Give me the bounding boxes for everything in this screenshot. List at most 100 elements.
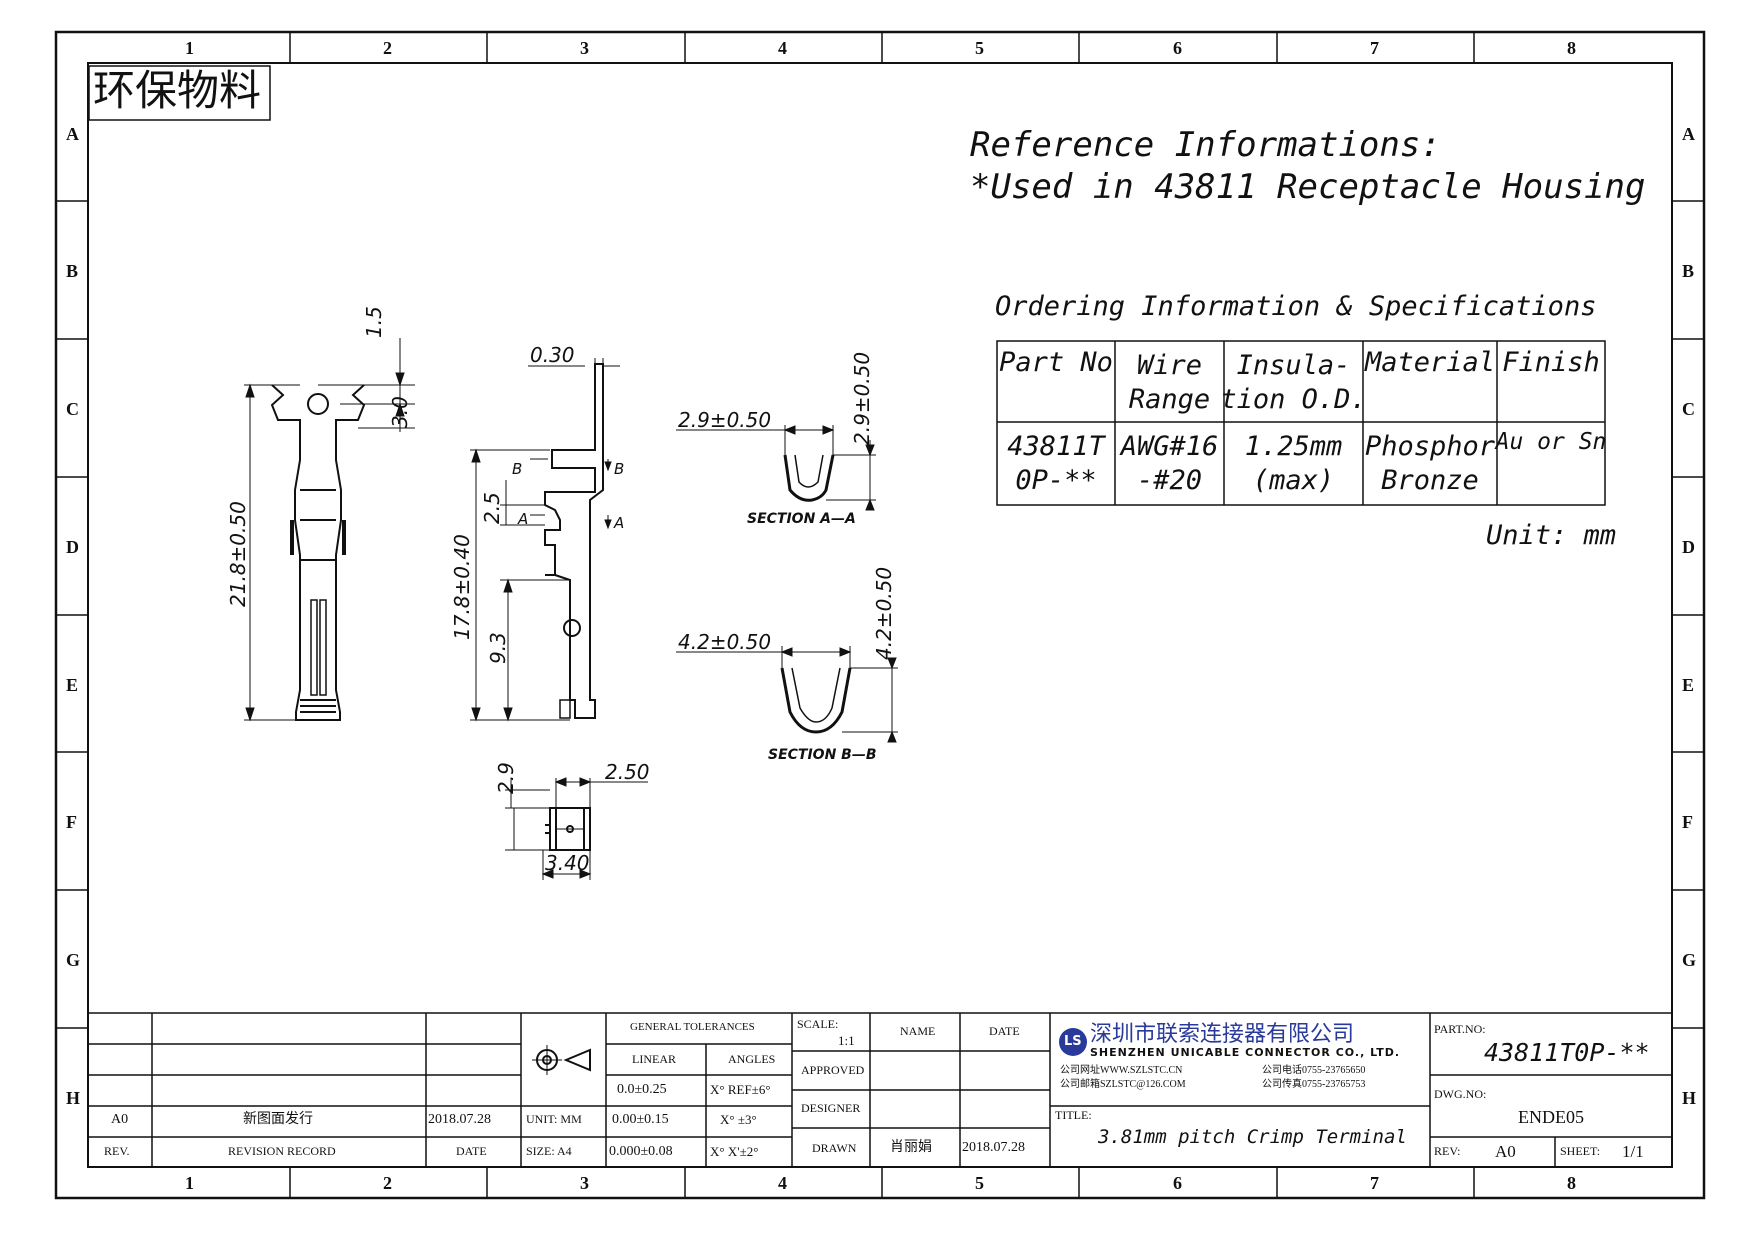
header-insulation-od: Insula- tion O.D. — [1220, 345, 1366, 420]
company-name-cn: 深圳市联索连接器有限公司 — [1090, 1022, 1355, 1047]
cell-wire-range: AWG#16 -#20 — [1115, 424, 1224, 504]
ordering-table-lines — [996, 340, 1606, 506]
col-label: 7 — [1370, 1173, 1379, 1193]
size-a4: SIZE: A4 — [526, 1144, 572, 1158]
dim-1-5: 1.5 — [362, 306, 386, 338]
cell-text: Phosphor — [1364, 431, 1496, 463]
date-header-2: DATE — [989, 1024, 1020, 1038]
col-label: 3 — [580, 1173, 589, 1193]
col-label: 1 — [185, 1173, 194, 1193]
terminal-bottom-view — [545, 807, 591, 851]
header-finish: Finish — [1497, 343, 1605, 383]
dim-3-40: 3.40 — [545, 851, 590, 875]
linear-1: 0.0±0.25 — [617, 1082, 667, 1097]
row-label: C — [66, 399, 79, 419]
dim-section-b-height: 4.2±0.50 — [872, 566, 896, 660]
col-label: 2 — [383, 1173, 392, 1193]
drawn-label: DRAWN — [812, 1141, 857, 1155]
eco-material-stamp: 环保物料 — [93, 66, 262, 115]
name-header: NAME — [900, 1024, 936, 1038]
rev-header: REV. — [104, 1144, 130, 1158]
cell-text: 1.25mm — [1244, 431, 1343, 463]
projection-symbol-icon — [532, 1045, 591, 1075]
sheet-value: 1/1 — [1622, 1142, 1644, 1161]
row-label: D — [1682, 537, 1695, 557]
section-b-b — [780, 667, 852, 734]
rev-label: REV: — [1434, 1144, 1461, 1158]
company-fax: 公司传真0755-23765753 — [1262, 1079, 1366, 1090]
cell-text: AWG#16 — [1120, 431, 1219, 463]
company-website: 公司网址WWW.SZLSTC.CN — [1060, 1065, 1183, 1076]
cell-text: (max) — [1252, 465, 1335, 496]
row-label: G — [66, 950, 81, 970]
dim-9-3: 9.3 — [486, 632, 510, 664]
rev-a0: A0 — [111, 1112, 129, 1127]
header-text: Range — [1128, 383, 1211, 415]
ordering-title: Ordering Information & Specifications — [995, 291, 1597, 322]
header-text: Insula- — [1236, 349, 1351, 381]
cell-text: 43811T — [1007, 431, 1105, 463]
col-label: 4 — [778, 1173, 787, 1193]
angles-2: X° ±3° — [720, 1112, 757, 1127]
cell-finish: Au or Sn — [1496, 424, 1607, 460]
dim-section-a-height: 2.9±0.50 — [850, 351, 874, 445]
dim-0-30: 0.30 — [530, 343, 575, 367]
row-label: A — [66, 124, 79, 144]
col-label: 2 — [383, 38, 392, 58]
row-label: F — [1682, 812, 1693, 832]
cell-text: Bronze — [1381, 465, 1479, 496]
label-a-left: A — [518, 510, 529, 528]
col-label: 8 — [1567, 38, 1576, 58]
linear-header: LINEAR — [632, 1052, 676, 1066]
part-no-label: PART.NO: — [1434, 1022, 1486, 1036]
column-ticks — [289, 32, 1475, 1198]
section-b-b-dims — [676, 646, 898, 743]
drawn-name: 肖丽娟 — [890, 1139, 932, 1155]
label-b-right: B — [614, 460, 625, 478]
row-ticks — [56, 200, 1704, 1029]
header-text: Material — [1364, 347, 1496, 379]
cell-material: Phosphor Bronze — [1363, 424, 1497, 504]
col-label: 5 — [975, 38, 984, 58]
eco-stamp-box — [88, 65, 271, 121]
company-email: 公司邮箱SZLSTC@126.COM — [1060, 1079, 1186, 1090]
col-label: 5 — [975, 1173, 984, 1193]
section-a-a-dims — [676, 425, 876, 511]
unit-mm: UNIT: MM — [526, 1112, 582, 1126]
col-label: 6 — [1173, 38, 1182, 58]
row-label: D — [66, 537, 79, 557]
logo-initials: LS — [1064, 1034, 1082, 1049]
row-label: F — [66, 812, 77, 832]
col-label: 7 — [1370, 38, 1379, 58]
title-block-lines — [88, 1012, 1672, 1167]
part-no-value: 43811T0P-** — [1484, 1038, 1650, 1067]
general-tolerances: GENERAL TOLERANCES — [630, 1021, 755, 1033]
cell-insulation-od: 1.25mm (max) — [1224, 424, 1363, 504]
front-view-dims — [244, 338, 415, 722]
linear-2: 0.00±0.15 — [612, 1112, 669, 1127]
col-label: 1 — [185, 38, 194, 58]
dim-section-a-width: 2.9±0.50 — [678, 408, 772, 432]
reference-housing: *Used in 43811 Receptacle Housing — [970, 167, 1646, 207]
row-label: H — [1682, 1088, 1697, 1108]
cell-part-no: 43811T 0P-** — [997, 424, 1115, 504]
cell-text: 0P-** — [1015, 465, 1097, 496]
dim-section-b-width: 4.2±0.50 — [678, 630, 772, 654]
company-name-en: SHENZHEN UNICABLE CONNECTOR CO., LTD. — [1090, 1046, 1401, 1059]
drawn-date: 2018.07.28 — [962, 1140, 1025, 1155]
header-part-no: Part No — [997, 343, 1115, 383]
dim-2-9: 2.9 — [494, 762, 518, 794]
linear-3: 0.000±0.08 — [609, 1144, 673, 1159]
row-label: E — [66, 675, 79, 695]
row-label: H — [66, 1088, 81, 1108]
angles-1: X° REF±6° — [710, 1082, 771, 1097]
col-label: 6 — [1173, 1173, 1182, 1193]
section-a-a — [783, 454, 835, 502]
section-a-label: SECTION A—A — [747, 511, 856, 527]
col-label: 3 — [580, 38, 589, 58]
col-label: 8 — [1567, 1173, 1576, 1193]
row-label: A — [1682, 124, 1695, 144]
section-b-label: SECTION B—B — [768, 747, 877, 763]
terminal-side-view — [544, 363, 604, 719]
